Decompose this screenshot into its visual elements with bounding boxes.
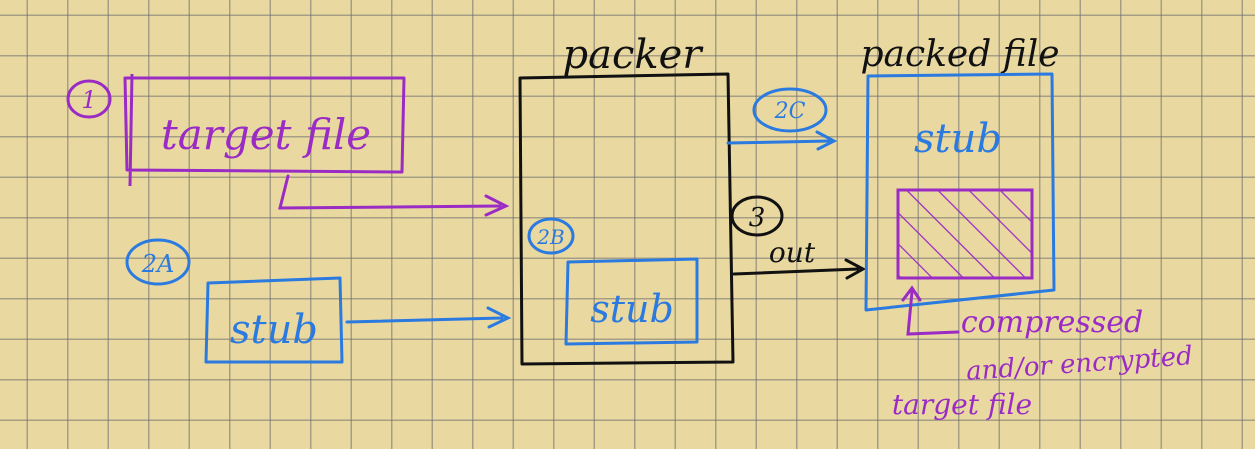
step-2a-label: 2A xyxy=(141,250,175,278)
compressed-label-line1: compressed xyxy=(961,305,1143,340)
stub-input-box: stub xyxy=(204,276,344,364)
packed-file-title: packed file xyxy=(860,34,1059,75)
compressed-pointer xyxy=(901,285,960,336)
target-to-packer-arrow xyxy=(278,174,510,217)
target-file-label: target file xyxy=(161,110,371,159)
packed-stub-label: stub xyxy=(914,116,1002,162)
packer-to-packed-stub-arrow xyxy=(726,130,838,151)
step-2c-label: 2C xyxy=(774,99,806,124)
step-2a-marker: 2A xyxy=(125,238,191,286)
step-2b-label: 2B xyxy=(536,225,564,249)
step-1-label: 1 xyxy=(81,86,96,114)
compressed-label-line2: and/or encrypted xyxy=(965,341,1193,387)
out-arrow xyxy=(732,258,867,280)
stub-to-packer-arrow xyxy=(345,306,512,329)
packer-stub-label: stub xyxy=(590,287,674,331)
packer-stub-box: stub xyxy=(564,257,699,346)
compressed-label-line3: target file xyxy=(892,388,1032,421)
packer-title: packer xyxy=(563,32,705,78)
packer-box xyxy=(518,72,735,366)
step-2b-marker: 2B xyxy=(527,217,575,255)
step-3-label: 3 xyxy=(749,203,766,233)
step-2c-marker: 2C xyxy=(752,87,828,133)
packed-file-box: stub xyxy=(864,72,1056,312)
stub-input-label: stub xyxy=(230,307,318,353)
out-label: out xyxy=(769,236,816,269)
step-3-marker: 3 xyxy=(730,195,784,237)
target-file-box: target file xyxy=(123,73,406,187)
step-1-marker: 1 xyxy=(66,79,112,119)
compressed-payload-region xyxy=(896,188,1034,280)
